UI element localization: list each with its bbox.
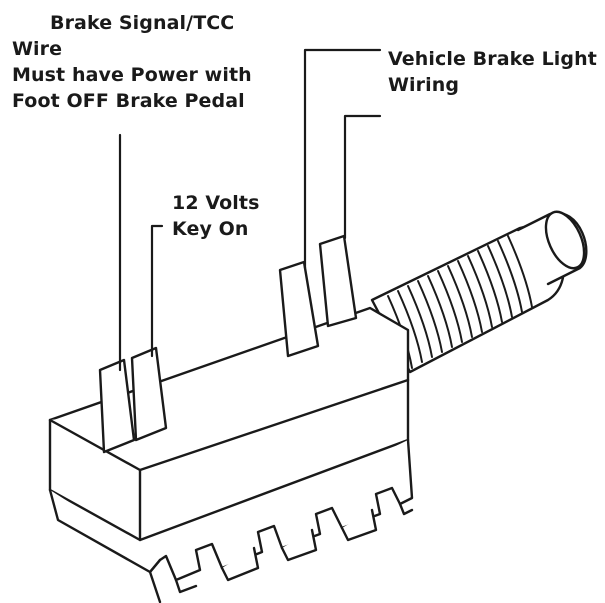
leader-line-brake-light-a <box>303 48 382 270</box>
brake-light-line-2: Wiring <box>388 74 460 96</box>
threaded-plunger <box>370 210 588 374</box>
leader-line-brake-light-b <box>343 114 382 240</box>
leader-line-12-volts <box>150 224 164 358</box>
vehicle-brake-light-wiring-label: Vehicle Brake Light Wiring <box>388 46 597 98</box>
terminal-brake-light-b <box>318 234 358 328</box>
brake-signal-line-3: Must have Power with <box>12 64 252 86</box>
terminal-brake-signal <box>98 358 136 454</box>
key-power-line-2: Key On <box>172 218 249 240</box>
brake-signal-line-1: Brake Signal/TCC <box>50 12 235 34</box>
brake-signal-line-4: Foot OFF Brake Pedal <box>12 90 245 112</box>
key-power-line-1: 12 Volts <box>172 192 260 214</box>
terminal-12-volts <box>130 346 168 442</box>
switch-housing <box>48 306 414 603</box>
brake-light-line-1: Vehicle Brake Light <box>388 48 597 70</box>
terminal-brake-light-a <box>278 260 320 358</box>
twelve-volts-key-on-label: 12 Volts Key On <box>172 190 259 242</box>
brake-signal-line-2: Wire <box>12 38 63 60</box>
brake-signal-tcc-label: Brake Signal/TCC Wire Must have Power wi… <box>12 10 252 114</box>
